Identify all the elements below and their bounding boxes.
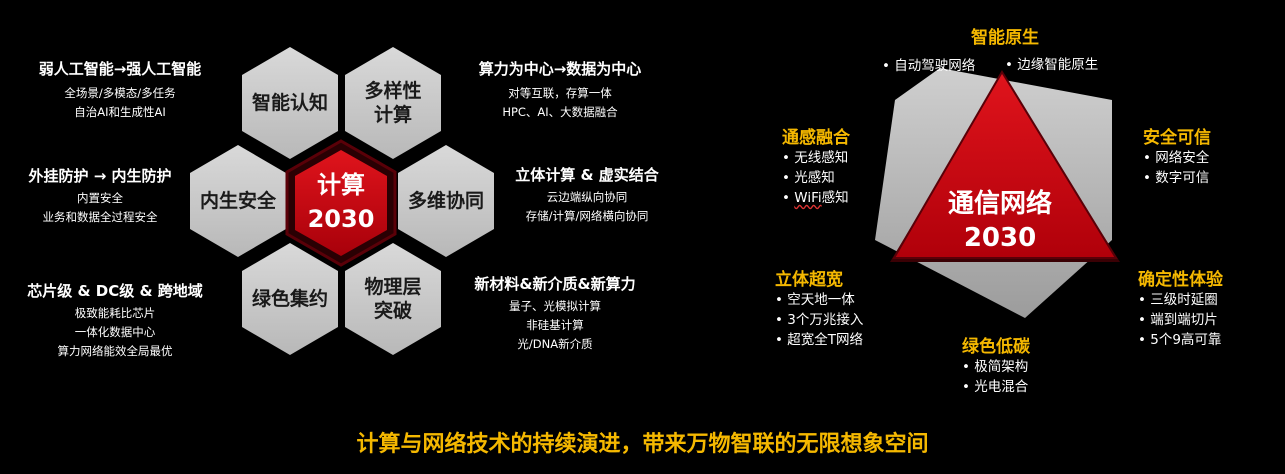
- center-compute-line1: 计算: [317, 171, 365, 199]
- right-block-data-center: 算力为中心→数据为中心 对等互联，存算一体 HPC、AI、大数据融合: [455, 58, 665, 122]
- hex-green-intensive: [242, 243, 338, 355]
- right-block-3d-title: 立体计算 & 虚实结合: [515, 166, 659, 184]
- hex-label-native-security: 内生安全: [199, 190, 276, 212]
- hex-physical-breakthrough: [345, 243, 441, 355]
- hex-label-diverse-compute-line2: 计算: [373, 104, 412, 126]
- net-upper-right-item1: • 网络安全: [1143, 150, 1210, 166]
- hex-label-multi-dim-collab: 多维协同: [407, 190, 484, 212]
- right-block-data-line1: 对等互联，存算一体: [508, 86, 612, 100]
- left-block-security-line2: 业务和数据全过程安全: [42, 210, 158, 224]
- net-bottom: 绿色低碳 • 极简架构 • 光电混合: [962, 332, 1030, 397]
- net-lower-left-item2: • 3个万兆接入: [775, 312, 864, 328]
- net-upper-left-item1: • 无线感知: [782, 150, 849, 166]
- net-lower-left: 立体超宽 • 空天地一体 • 3个万兆接入 • 超宽全T网络: [775, 265, 863, 350]
- net-top-title-wrap: 智能原生: [940, 23, 1070, 48]
- net-upper-right-title: 安全可信: [1143, 128, 1211, 148]
- left-block-chip: 芯片级 & DC级 & 跨地域 极致能耗比芯片 一体化数据中心 算力网络能效全局…: [10, 280, 220, 361]
- left-block-security-line1: 内置安全: [77, 191, 123, 205]
- net-top-item1: • 自动驾驶网络: [882, 58, 976, 74]
- right-block-3d-line1: 云边端纵向协同: [546, 190, 628, 204]
- left-block-security: 外挂防护 → 内生防护 内置安全 业务和数据全过程安全: [5, 165, 195, 227]
- right-block-new-material: 新材料&新介质&新算力 量子、光模拟计算 非硅基计算 光/DNA新介质: [450, 273, 660, 354]
- net-lower-left-item3: • 超宽全T网络: [775, 332, 864, 348]
- left-block-ai-title: 弱人工智能→强人工智能: [38, 60, 202, 78]
- left-block-ai-line2: 自治AI和生成性AI: [74, 105, 166, 119]
- net-upper-left-item2: • 光感知: [782, 170, 835, 186]
- hex-multi-dim-collab: [398, 145, 494, 257]
- net-upper-right: 安全可信 • 网络安全 • 数字可信: [1143, 123, 1211, 188]
- left-block-ai-line1: 全场景/多模态/多任务: [64, 86, 176, 100]
- hex-diverse-compute: [345, 47, 441, 159]
- net-bottom-title: 绿色低碳: [962, 337, 1030, 357]
- network-center-label: 通信网络 2030: [930, 187, 1070, 255]
- right-block-material-line1: 量子、光模拟计算: [509, 299, 601, 313]
- net-lower-left-item1: • 空天地一体: [775, 292, 855, 308]
- left-block-chip-line1: 极致能耗比芯片: [74, 306, 156, 320]
- hex-label-intelligent-cognition: 智能认知: [251, 92, 328, 114]
- net-top-title: 智能原生: [971, 28, 1039, 48]
- left-block-ai: 弱人工智能→强人工智能 全场景/多模态/多任务 自治AI和生成性AI: [10, 58, 230, 122]
- bottom-slogan: 计算与网络技术的持续演进，带来万物智联的无限想象空间: [356, 432, 929, 457]
- right-block-material-line3: 光/DNA新介质: [517, 337, 593, 351]
- network-center-line1: 通信网络: [947, 189, 1052, 219]
- hex-label-physical-breakthrough: 物理层 突破: [345, 275, 441, 323]
- net-upper-right-item2: • 数字可信: [1143, 170, 1210, 186]
- left-block-chip-line2: 一体化数据中心: [74, 325, 156, 339]
- hex-intelligent-cognition: [242, 47, 338, 159]
- net-lower-right-item2: • 端到端切片: [1138, 312, 1218, 328]
- hex-label-physical-line1: 物理层: [364, 276, 422, 298]
- hex-label-green-intensive: 绿色集约: [251, 288, 328, 310]
- network-center-line2: 2030: [963, 223, 1037, 253]
- right-block-data-title: 算力为中心→数据为中心: [478, 60, 642, 78]
- hex-label-diverse-compute-line1: 多样性: [364, 80, 422, 102]
- network-triangle: [892, 70, 1118, 259]
- hex-native-security: [190, 145, 286, 257]
- net-lower-left-title: 立体超宽: [775, 270, 843, 290]
- net-upper-left-title: 通感融合: [782, 128, 850, 148]
- net-upper-left-item3: • WiFi感知: [782, 190, 849, 206]
- center-compute-line2: 2030: [307, 205, 375, 233]
- right-block-material-title: 新材料&新介质&新算力: [474, 275, 636, 293]
- right-block-3d-compute: 立体计算 & 虚实结合 云边端纵向协同 存储/计算/网络横向协同: [492, 164, 682, 226]
- net-bottom-item1: • 极简架构: [962, 359, 1029, 375]
- net-lower-right-item1: • 三级时延圈: [1138, 292, 1218, 308]
- left-block-chip-line3: 算力网络能效全局最优: [57, 344, 173, 358]
- left-block-chip-title: 芯片级 & DC级 & 跨地域: [27, 282, 203, 300]
- net-top-item2: • 边缘智能原生: [1005, 57, 1099, 73]
- center-compute-label: 计算 2030: [295, 168, 387, 236]
- network-diagram: [875, 68, 1120, 318]
- net-lower-right: 确定性体验 • 三级时延圈 • 端到端切片 • 5个9高可靠: [1138, 265, 1223, 350]
- net-lower-right-item3: • 5个9高可靠: [1138, 332, 1222, 348]
- right-block-3d-line2: 存储/计算/网络横向协同: [525, 209, 649, 223]
- compute-hex-cluster: [190, 47, 494, 355]
- left-block-security-title: 外挂防护 → 内生防护: [28, 167, 172, 185]
- net-lower-right-title: 确定性体验: [1138, 270, 1223, 290]
- hex-center-compute-2030: [295, 150, 387, 256]
- hex-label-diverse-compute: 多样性 计算: [345, 79, 441, 127]
- net-bottom-item2: • 光电混合: [962, 379, 1029, 395]
- net-upper-left: 通感融合 • 无线感知 • 光感知 • WiFi感知: [782, 123, 850, 208]
- right-block-data-line2: HPC、AI、大数据融合: [502, 105, 618, 119]
- right-block-material-line2: 非硅基计算: [526, 318, 584, 332]
- hex-label-physical-line2: 突破: [373, 300, 412, 322]
